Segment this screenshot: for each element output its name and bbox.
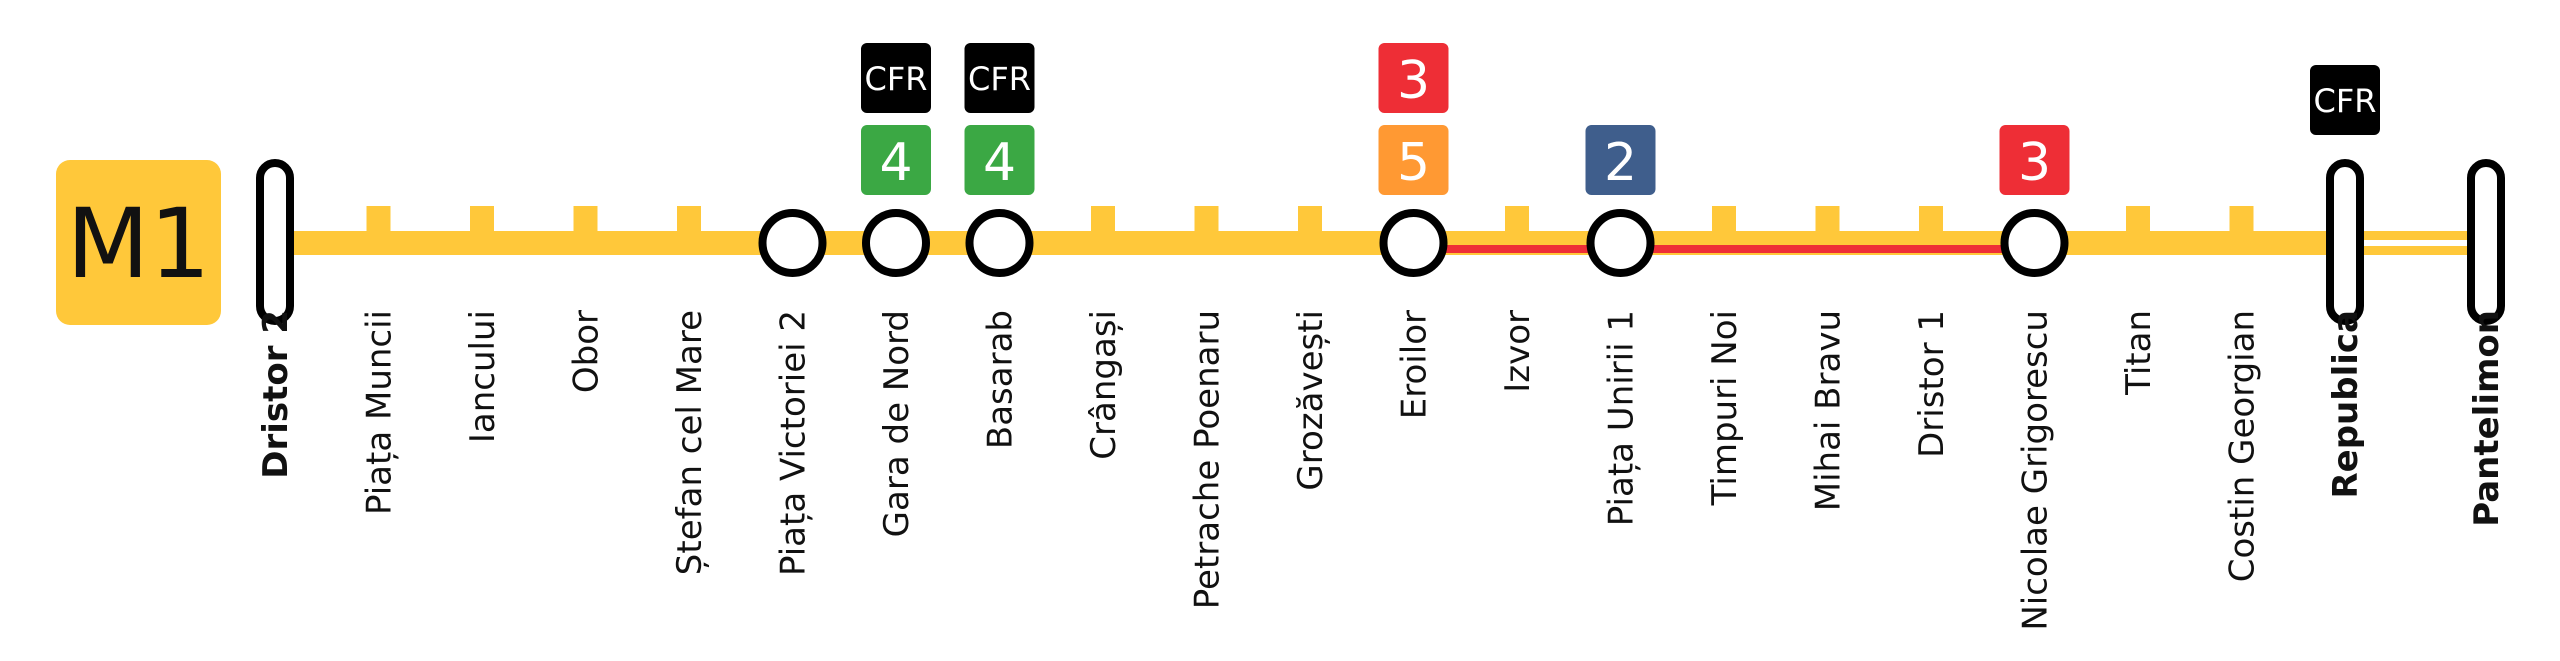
station-name-grozavesti: Grozăvești (1291, 310, 1331, 491)
stop-ticks (366, 206, 2254, 232)
badge-bg-piata-unirii-1-2 (1585, 125, 1656, 195)
line-label-badge: M1 (56, 160, 221, 325)
terminus-marker-republica (2326, 159, 2364, 325)
station-tick-izvor (1505, 206, 1529, 232)
badge-label-gara-de-nord-4: 4 (879, 133, 912, 193)
station-name-pantelimon: Pantelimon (2467, 310, 2507, 527)
badge-bg-gara-de-nord-cfr (861, 43, 931, 113)
station-tick-grozavesti (1298, 206, 1322, 232)
badge-nicolae-grigorescu-3: 3 (1999, 125, 2070, 195)
station-tick-timpuri-noi (1712, 206, 1736, 232)
line-label-text: M1 (67, 188, 211, 300)
badge-eroilor-3: 3 (1378, 43, 1449, 113)
station-name-iancului: Iancului (463, 310, 503, 443)
badge-label-eroilor-3: 3 (1397, 51, 1430, 111)
badge-bg-basarab-4 (964, 125, 1035, 195)
station-name-mihai-bravu: Mihai Bravu (1809, 310, 1849, 511)
badge-label-republica-cfr: CFR (2314, 82, 2377, 120)
badge-bg-gara-de-nord-4 (861, 125, 931, 195)
station-tick-stefan-cel-mare (677, 206, 701, 232)
station-name-dristor-2: Dristor 2 (256, 310, 296, 479)
shared-segment (1413, 245, 2035, 253)
badge-bg-eroilor-3 (1378, 43, 1449, 113)
interchange-marker-basarab (965, 209, 1034, 277)
station-markers (256, 159, 2505, 325)
badge-bg-eroilor-5 (1378, 125, 1449, 195)
station-name-nicolae-grigorescu: Nicolae Grigorescu (2016, 310, 2056, 631)
badge-republica-cfr: CFR (2310, 65, 2380, 135)
station-name-gara-de-nord: Gara de Nord (877, 310, 917, 537)
station-name-piata-muncii: Piața Muncii (360, 310, 400, 515)
station-name-stefan-cel-mare: Ștefan cel Mare (670, 310, 710, 575)
badge-piata-unirii-1-2: 2 (1585, 125, 1656, 195)
station-tick-mihai-bravu (1815, 206, 1840, 232)
badge-label-basarab-cfr: CFR (968, 60, 1031, 98)
line-label-background (56, 160, 221, 325)
shared-segment-line (1413, 245, 2035, 253)
interchange-marker-nicolae-grigorescu (2000, 209, 2069, 277)
badge-label-gara-de-nord-cfr: CFR (865, 60, 928, 98)
station-name-basarab: Basarab (981, 310, 1021, 449)
badge-basarab-4: 4 (964, 125, 1035, 195)
station-name-izvor: Izvor (1498, 310, 1538, 393)
branch-track-upper (2345, 231, 2486, 240)
station-name-piata-unirii-1: Piața Unirii 1 (1602, 310, 1642, 526)
interchange-marker-piata-unirii-1 (1586, 209, 1655, 277)
station-name-dristor-1: Dristor 1 (1912, 310, 1952, 458)
station-tick-iancului (470, 206, 494, 232)
branch-track-lower (2345, 246, 2486, 255)
station-tick-costin-georgian (2229, 206, 2254, 232)
badge-label-basarab-4: 4 (983, 133, 1016, 193)
badge-label-eroilor-5: 5 (1397, 133, 1430, 193)
badge-label-piata-unirii-1-2: 2 (1604, 133, 1637, 193)
station-name-titan: Titan (2119, 310, 2159, 396)
badge-bg-basarab-cfr (964, 43, 1035, 113)
station-name-republica: Republica (2326, 310, 2366, 499)
badge-gara-de-nord-4: 4 (861, 125, 931, 195)
interchange-marker-gara-de-nord (862, 209, 930, 277)
station-tick-dristor-1 (1919, 206, 1943, 232)
badge-label-nicolae-grigorescu-3: 3 (2018, 133, 2051, 193)
station-name-timpuri-noi: Timpuri Noi (1705, 310, 1745, 506)
station-name-petrache-poenaru: Petrache Poenaru (1188, 310, 1228, 609)
interchange-marker-eroilor (1379, 209, 1448, 277)
station-name-eroilor: Eroilor (1395, 310, 1435, 419)
station-name-obor: Obor (567, 310, 607, 393)
station-tick-crangasi (1091, 206, 1115, 232)
badge-basarab-cfr: CFR (964, 43, 1035, 113)
badge-gara-de-nord-cfr: CFR (861, 43, 931, 113)
station-tick-piata-muncii (366, 206, 391, 232)
interchange-marker-piata-victoriei-2 (758, 209, 827, 277)
station-name-crangasi: Crângași (1084, 310, 1124, 460)
station-tick-obor (573, 206, 598, 232)
terminus-marker-dristor-2 (256, 159, 294, 325)
terminus-marker-pantelimon (2467, 159, 2505, 325)
badge-eroilor-5: 5 (1378, 125, 1449, 195)
station-name-costin-georgian: Costin Georgian (2223, 310, 2263, 582)
badge-bg-nicolae-grigorescu-3 (1999, 125, 2070, 195)
badge-bg-republica-cfr (2310, 65, 2380, 135)
station-labels: Dristor 2 Piața Muncii Iancului Obor Ștefan … (256, 310, 2507, 631)
station-name-piata-victoriei-2: Piața Victoriei 2 (774, 310, 814, 576)
station-tick-petrache-poenaru (1194, 206, 1219, 232)
station-tick-titan (2126, 206, 2150, 232)
